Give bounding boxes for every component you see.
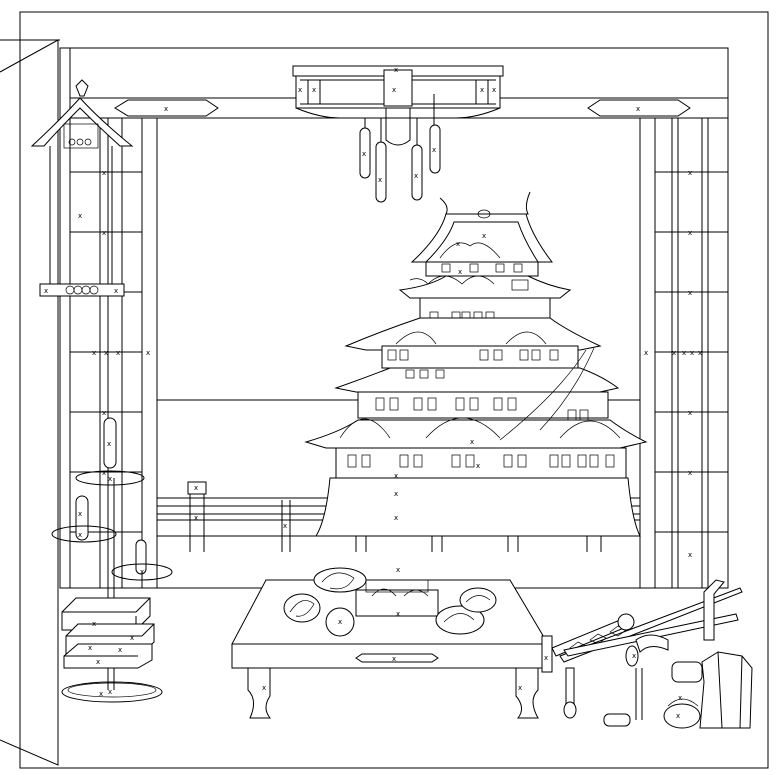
svg-text:x: x [102,409,106,417]
svg-text:x: x [636,105,640,113]
svg-text:x: x [283,522,287,530]
svg-text:x: x [99,690,103,698]
svg-text:x: x [394,490,398,498]
svg-text:x: x [194,514,198,522]
svg-text:x: x [114,287,118,295]
svg-text:x: x [396,610,400,618]
svg-text:x: x [414,172,418,180]
svg-text:x: x [146,349,150,357]
svg-text:x: x [44,287,48,295]
armor-stand: x x x [603,579,753,729]
svg-text:x: x [480,86,484,94]
svg-text:x: x [164,105,168,113]
svg-text:x: x [394,66,398,74]
svg-text:x: x [338,618,342,626]
svg-text:x: x [262,684,266,692]
left-stands: x x x x x x x [51,417,173,703]
svg-text:x: x [362,150,366,158]
svg-text:x: x [672,349,676,357]
svg-text:x: x [476,462,480,470]
svg-text:x: x [632,652,636,660]
svg-text:x: x [394,514,398,522]
svg-text:x: x [396,566,400,574]
stacked-boxes: x x x x x [61,597,155,669]
svg-text:x: x [140,568,144,576]
svg-text:x: x [102,229,106,237]
svg-text:x: x [312,86,316,94]
svg-text:x: x [544,654,548,662]
svg-text:x: x [194,484,198,492]
svg-text:x: x [518,684,522,692]
svg-text:x: x [96,658,100,666]
svg-text:x: x [492,86,496,94]
svg-text:x: x [688,229,692,237]
svg-text:x: x [78,531,82,539]
svg-text:x: x [130,634,134,642]
svg-text:x: x [118,646,122,654]
svg-text:x: x [688,169,692,177]
svg-text:x: x [392,86,396,94]
svg-text:x: x [458,268,462,276]
ceiling-plaque: x x x x x x [292,65,504,119]
svg-text:x: x [432,146,436,154]
svg-text:x: x [394,472,398,480]
svg-text:x: x [392,655,396,663]
svg-text:x: x [108,475,112,483]
svg-text:x: x [690,349,694,357]
svg-text:x: x [378,176,382,184]
svg-text:x: x [688,469,692,477]
svg-text:x: x [78,510,82,518]
svg-text:x: x [688,289,692,297]
svg-text:x: x [104,349,108,357]
svg-text:x: x [688,409,692,417]
svg-text:x: x [92,620,96,628]
svg-text:x: x [676,712,680,720]
svg-text:x: x [682,349,686,357]
svg-text:x: x [456,240,460,248]
left-pillar: x x x x x x x x [69,118,158,588]
svg-text:x: x [482,232,486,240]
svg-text:x: x [470,438,474,446]
sword: x [541,587,743,719]
svg-text:x: x [78,212,82,220]
svg-text:x: x [108,688,112,696]
svg-text:x: x [102,469,106,477]
svg-text:x: x [102,169,106,177]
castle: x x x [304,191,648,537]
svg-text:x: x [678,694,682,702]
left-shrine: x x x [30,79,134,297]
svg-text:x: x [698,349,702,357]
svg-text:x: x [298,86,302,94]
hanging-lantern: x x x x [359,94,441,203]
svg-text:x: x [688,551,692,559]
svg-text:x: x [107,440,111,448]
altar-table: x x x x x x [231,566,549,719]
svg-text:x: x [92,349,96,357]
svg-text:x: x [116,349,120,357]
svg-text:x: x [644,349,648,357]
svg-text:x: x [88,644,92,652]
right-pillar: x x x x x x x x x x x [639,118,728,588]
